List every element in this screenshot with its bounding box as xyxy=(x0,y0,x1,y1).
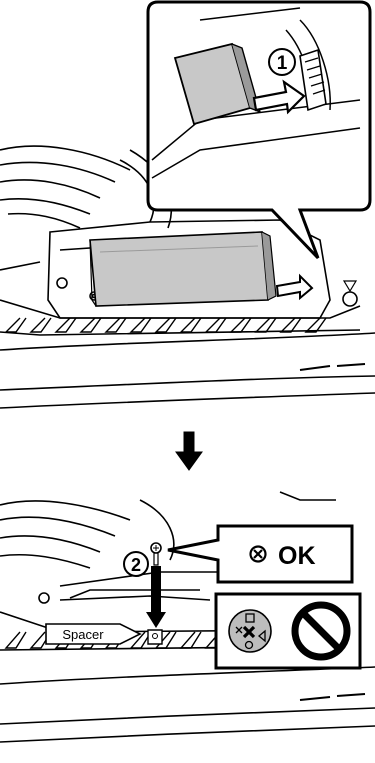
rim-tooth xyxy=(56,318,76,332)
rim-tooth xyxy=(206,318,226,332)
rim-tooth xyxy=(156,318,176,332)
rim-tooth xyxy=(6,318,26,332)
screw-assembly xyxy=(146,543,166,644)
ok-callout xyxy=(168,526,352,582)
ng-callout xyxy=(216,594,360,668)
down-arrow-icon xyxy=(176,432,202,470)
step-marker-1: 1 xyxy=(277,53,288,74)
ok-label: OK xyxy=(278,542,316,570)
insert-arrow-lower xyxy=(277,276,312,298)
rim-tooth xyxy=(231,318,251,332)
rim-tooth xyxy=(181,318,201,332)
rim-tooth xyxy=(256,318,276,332)
rim-tooth xyxy=(6,632,26,648)
step-marker-2: 2 xyxy=(131,555,141,575)
spacer-label: Spacer xyxy=(62,627,104,642)
rim-tooth xyxy=(131,318,151,332)
rim-tooth xyxy=(106,318,126,332)
ssd-module xyxy=(90,232,276,306)
rim-tooth xyxy=(281,318,301,332)
rim-tooth xyxy=(81,318,101,332)
playstation-symbols-icon xyxy=(229,610,271,652)
rim-tooth xyxy=(181,632,201,648)
rim-tooth xyxy=(31,318,51,332)
